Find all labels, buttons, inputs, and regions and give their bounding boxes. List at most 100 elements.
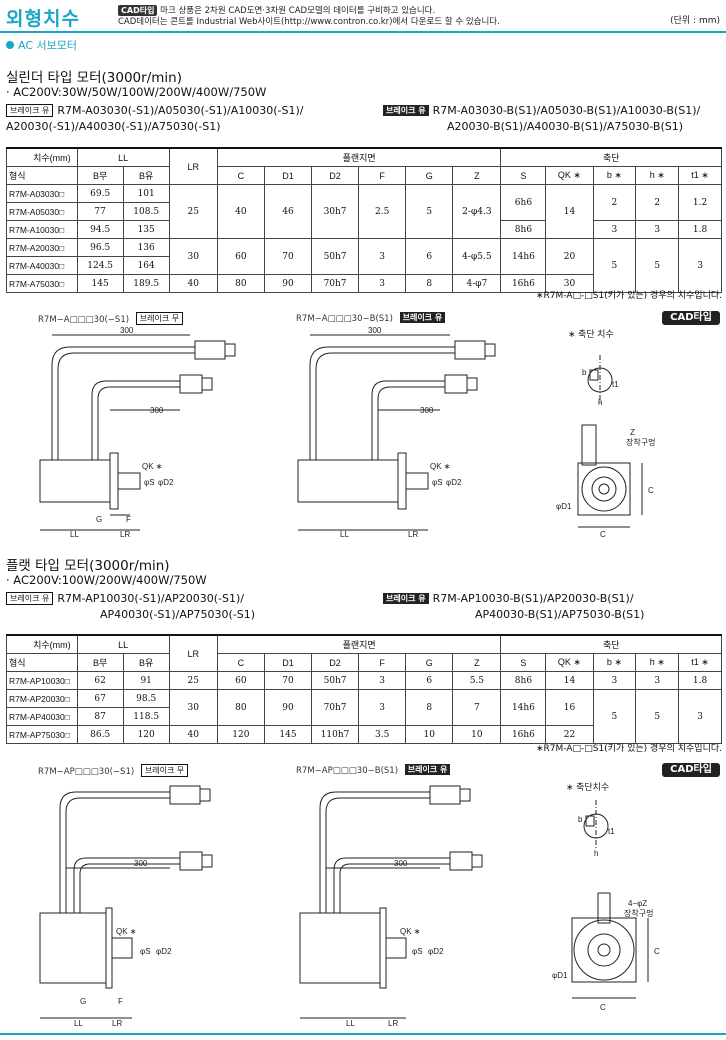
motor-shaft [111,937,133,959]
table-cell: 40 [216,184,265,239]
table-cell: 90 [263,274,313,293]
cable-line [73,857,180,913]
cable-line [59,791,170,913]
motor-shaft [117,472,141,490]
flange-circle [587,933,621,967]
table-cell: 14 [545,184,594,239]
section2-motor-drawings: 300 QK ∗ φS φD2 G F LL LR 300 QK ∗ φS φD… [39,781,660,1028]
table-cell: 2 [635,184,680,221]
table-cell: 50h7 [311,671,360,690]
dim-label: 300 [368,326,382,335]
table-cell: 62 [76,671,124,690]
brake-tag: 브레이크 유 [383,105,429,116]
connector [201,377,213,391]
connector [459,788,471,802]
table-cell: R7M-A05030□ [6,202,78,221]
connector [449,851,473,871]
table-cell: 135 [122,220,170,239]
table-row: R7M-A20030□ 96.5 136 30 60 70 50h7 3 6 4… [6,238,722,293]
dim-label: h [594,849,598,858]
cable-line [65,797,170,913]
cad-badge: CAD타입 [118,5,158,16]
table-header: LL [76,634,170,654]
table-header: 플랜지면 [216,634,502,654]
table-header: D1 [263,653,313,672]
table-cell: 94.5 [76,220,124,239]
table-cell: 2.5 [358,184,407,239]
table-cell: 164 [122,256,170,275]
shaft-label: ∗ 축단치수 [566,781,609,792]
table-header: G [405,166,454,185]
model-list-line: R7M-AP10030-B(S1)/AP20030-B(S1)/ [432,592,634,605]
table-cell: 60 [216,238,265,275]
table-cell: 1.8 [678,671,722,690]
table-cell: R7M-AP75030□ [6,725,78,744]
model-list-line: R7M-A03030-B(S1)/A05030-B(S1)/A10030-B(S… [432,104,701,117]
brake-tag: 브레이크 유 [6,592,54,605]
table-header: C [216,653,265,672]
dim-label: LR [120,530,130,539]
table-cell: 5 [405,184,454,239]
dim-label: LR [388,1019,398,1028]
section1-title: 실린더 타입 모터(3000r/min) [6,70,182,86]
table-cell: 5 [592,689,637,744]
table-cell: 10 [405,725,454,744]
table-header: 형식 [6,653,78,672]
cable-line [91,380,180,460]
table-header: C [216,166,265,185]
cable-line [371,380,445,460]
table-cell: 189.5 [122,274,170,293]
cable-line [339,863,450,913]
table-cell: 14h6 [500,238,547,275]
motor-shaft [385,937,407,959]
drawing-caption: R7M−A□□□30−B(S1) 브레이크 유 [296,312,449,324]
dim-label: φD2 [428,947,444,956]
dim-label: 300 [420,406,434,415]
flange-circle [581,466,627,512]
unit-label: (단위 : mm) [670,16,720,26]
table-cell: 90 [263,689,313,726]
table-header: b ∗ [592,653,637,672]
table-cell: 5.5 [452,671,502,690]
brake-tag: 브레이크 무 [135,312,184,325]
model-list-line: A20030(-S1)/A40030(-S1)/A75030(-S1) [6,120,221,133]
table-cell: 80 [216,274,265,293]
table-cell: 46 [263,184,313,239]
cable-line [79,863,180,913]
cad-note-line1: 마크 상품은 2차원 CAD도면·3차원 CAD모델의 데이터를 구비하고 있습… [160,6,436,16]
page-title: 외형치수 [6,8,80,30]
drawing-caption-text: R7M−AP□□□30−B(S1) [296,766,399,776]
connector [471,854,483,868]
table-row: R7M-AP75030□ 86.5 120 40 120 145 110h7 3… [6,725,722,744]
bullet-icon [6,41,14,49]
dim-label: φD2 [156,947,172,956]
connector [224,343,236,357]
table-header: G [405,653,454,672]
brake-tag: 브레이크 유 [399,312,446,323]
motor-body [297,459,399,503]
table-row: R7M-A05030□ 77 108.5 [6,202,722,221]
flange-front [577,462,631,516]
drawing-caption-text: R7M−AP□□□30(−S1) [38,767,135,777]
table-row: R7M-AP40030□ 87 118.5 [6,707,722,726]
flange-circle [573,919,635,981]
table-cell: 4-φ5.5 [452,238,502,275]
table-cell: 25 [168,671,218,690]
table-cell: R7M-A03030□ [6,184,78,203]
flange-circle [597,943,611,957]
connector [201,854,213,868]
table-cell: 4-φ7 [452,274,502,293]
table-cell: 3 [592,220,637,239]
dim-label: G [80,997,86,1006]
motor-body [39,912,107,984]
dim-label: b [578,815,583,824]
table-cell: 50h7 [311,238,360,275]
motor-body [299,912,381,984]
section2-spec-table: 치수(mm) LL LR 플랜지면 축단 형식 B무 B유 C D1 D2 F … [6,634,722,744]
table-cell: 145 [76,274,124,293]
table-cell: 87 [76,707,124,726]
dim-label: t1 [612,380,619,389]
dim-label: C [600,1003,606,1012]
